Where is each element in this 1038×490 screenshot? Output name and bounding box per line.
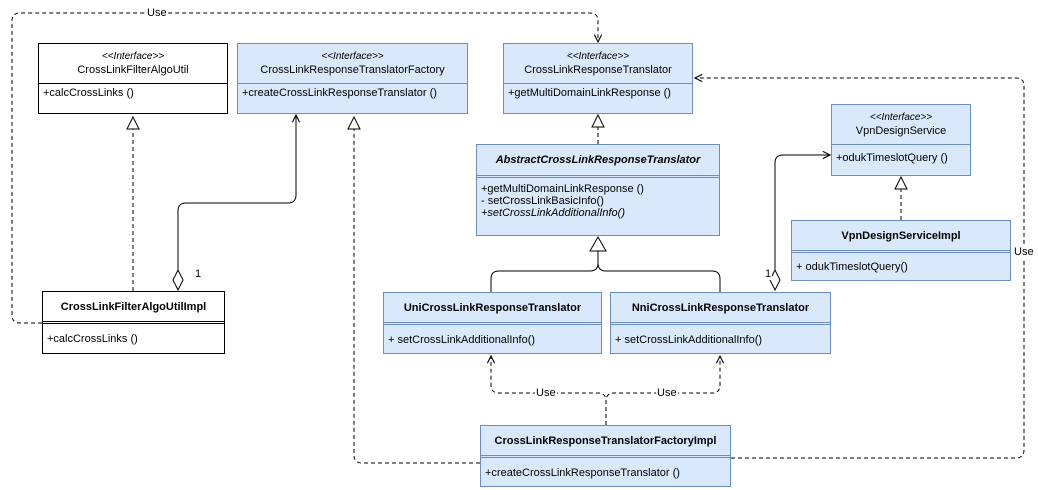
class-header: CrossLinkResponseTranslatorFactoryImpl <box>481 426 730 458</box>
stereotype-label: <<Interface>> <box>869 111 933 123</box>
use-label-uni: Use <box>535 387 557 399</box>
operations-list: + setCrossLinkAdditionalInfo() <box>384 325 601 346</box>
class-header: <<Interface>> VpnDesignService <box>832 105 970 145</box>
class-header: NniCrossLinkResponseTranslator <box>611 293 830 325</box>
class-name: CrossLinkFilterAlgoUtil <box>77 63 189 76</box>
class-crosslink-filter-algo-util[interactable]: <<Interface>> CrossLinkFilterAlgoUtil +c… <box>38 43 228 114</box>
stereotype-label: <<Interface>> <box>101 50 165 62</box>
operation: + odukTimeslotQuery() <box>796 261 908 273</box>
stereotype-label: <<Interface>> <box>321 50 384 62</box>
operation: +createCrossLinkResponseTranslator () <box>242 87 437 99</box>
operations-list: +calcCrossLinks () <box>43 324 224 345</box>
generalization-nni-to-abstract <box>597 251 721 292</box>
operations-list: +createCrossLinkResponseTranslator () <box>238 84 467 99</box>
operation: +createCrossLinkResponseTranslator () <box>485 467 680 479</box>
aggregation-nni-to-vpn <box>774 155 830 270</box>
class-vpn-design-service-impl[interactable]: VpnDesignServiceImpl + odukTimeslotQuery… <box>791 220 1011 281</box>
realization-head-translator <box>591 113 605 128</box>
operations-list: + setCrossLinkAdditionalInfo() <box>611 325 830 346</box>
operation: +getMultiDomainLinkResponse () <box>508 87 671 99</box>
class-header: CrossLinkFilterAlgoUtilImpl <box>43 292 224 324</box>
operation: +calcCrossLinks () <box>47 333 138 345</box>
operations-list: +calcCrossLinks () <box>39 84 227 99</box>
class-uni-crosslink-response-translator[interactable]: UniCrossLinkResponseTranslator + setCros… <box>383 292 602 354</box>
class-crosslink-response-translator[interactable]: <<Interface>> CrossLinkResponseTranslato… <box>503 43 693 114</box>
generalization-head-abstract <box>589 235 607 252</box>
class-header: AbstractCrossLinkResponseTranslator <box>477 145 719 178</box>
class-header: <<Interface>> CrossLinkFilterAlgoUtil <box>39 44 227 84</box>
stereotype-label: <<Interface>> <box>566 50 630 62</box>
generalization-uni-to-abstract <box>490 251 599 292</box>
operation: +setCrossLinkAdditionalInfo() <box>481 207 625 219</box>
class-name: CrossLinkFilterAlgoUtilImpl <box>60 300 207 313</box>
class-crosslink-response-translator-factory[interactable]: <<Interface>> CrossLinkResponseTranslato… <box>237 43 468 114</box>
use-label-top: Use <box>146 7 168 19</box>
aggregation-diamond-filterimpl <box>172 268 184 292</box>
class-crosslink-response-translator-factory-impl[interactable]: CrossLinkResponseTranslatorFactoryImpl +… <box>480 425 731 487</box>
operations-list: +createCrossLinkResponseTranslator () <box>481 458 730 479</box>
class-name: CrossLinkResponseTranslator <box>524 63 672 76</box>
operations-list: +getMultiDomainLinkResponse () <box>504 84 692 99</box>
operation: +calcCrossLinks () <box>43 87 134 99</box>
operation: + setCrossLinkAdditionalInfo() <box>615 334 763 346</box>
class-vpn-design-service[interactable]: <<Interface>> VpnDesignService +odukTime… <box>831 104 971 176</box>
operation: +odukTimeslotQuery () <box>836 152 948 164</box>
operation: - setCrossLinkBasicInfo() <box>481 195 604 207</box>
class-crosslink-filter-algo-util-impl[interactable]: CrossLinkFilterAlgoUtilImpl +calcCrossLi… <box>42 291 225 354</box>
class-name: VpnDesignServiceImpl <box>841 229 961 242</box>
operations-list: + odukTimeslotQuery() <box>792 253 1010 273</box>
use-label-nni: Use <box>656 387 678 399</box>
multiplicity-filterimpl: 1 <box>194 268 203 280</box>
realization-head-filterutil <box>126 115 140 130</box>
use-edge-factoryimpl-to-translator <box>695 78 1025 459</box>
class-header: <<Interface>> CrossLinkResponseTranslato… <box>238 44 467 84</box>
class-header: UniCrossLinkResponseTranslator <box>384 293 601 325</box>
operations-list: +odukTimeslotQuery () <box>832 145 970 164</box>
class-abstract-crosslink-response-translator[interactable]: AbstractCrossLinkResponseTranslator +get… <box>476 144 720 236</box>
class-header: <<Interface>> CrossLinkResponseTranslato… <box>504 44 692 84</box>
operation: + setCrossLinkAdditionalInfo() <box>388 334 536 346</box>
class-name: CrossLinkResponseTranslatorFactory <box>260 63 445 76</box>
use-label-right: Use <box>1013 246 1035 258</box>
class-name: NniCrossLinkResponseTranslator <box>631 301 810 314</box>
realization-head-factory <box>347 115 361 130</box>
class-header: VpnDesignServiceImpl <box>792 221 1010 253</box>
multiplicity-nni: 1 <box>764 268 773 280</box>
operations-list: +getMultiDomainLinkResponse () - setCros… <box>477 178 719 219</box>
aggregation-filterimpl-to-factory <box>177 115 296 270</box>
class-name: VpnDesignService <box>855 124 947 137</box>
class-nni-crosslink-response-translator[interactable]: NniCrossLinkResponseTranslator + setCros… <box>610 292 831 354</box>
realization-head-vpn <box>894 175 908 190</box>
operation: +getMultiDomainLinkResponse () <box>481 183 644 195</box>
class-name: UniCrossLinkResponseTranslator <box>403 301 582 314</box>
class-name: CrossLinkResponseTranslatorFactoryImpl <box>494 434 717 447</box>
use-edge-filterimpl-to-translator <box>11 12 598 324</box>
class-name: AbstractCrossLinkResponseTranslator <box>495 154 701 166</box>
